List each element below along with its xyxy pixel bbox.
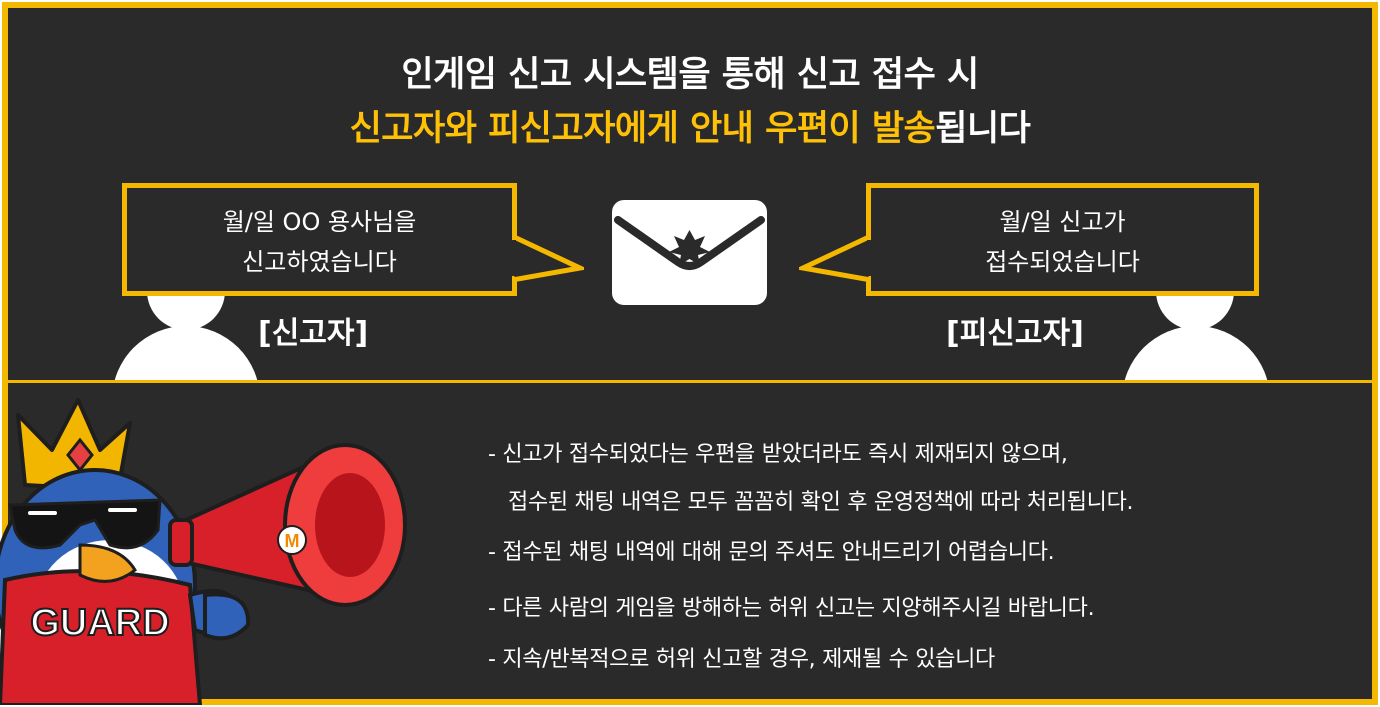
reported-bubble-line-2: 접수되었습니다 <box>985 248 1140 276</box>
shirt-text: GUARD <box>30 602 169 644</box>
notice-line: - 다른 사람의 게임을 방해하는 허위 신고는 지양해주시길 바랍니다. <box>488 596 1095 621</box>
reported-bubble-line-1: 월/일 신고가 <box>999 208 1126 236</box>
notice-line: - 접수된 채팅 내역에 대해 문의 주셔도 안내드리기 어렵습니다. <box>488 540 1055 565</box>
headline-line-2: 신고자와 피신고자에게 안내 우편이 발송됩니다 <box>0 100 1380 151</box>
notice-line: - 신고가 접수되었다는 우편을 받았더라도 즉시 제재되지 않으며, <box>488 442 1068 467</box>
guard-penguin-mascot-icon: GUARD M <box>0 398 407 705</box>
reported-speech-bubble: 월/일 신고가 접수되었습니다 <box>866 183 1259 296</box>
headline-highlight: 신고자와 피신고자에게 안내 우편이 발송 <box>349 109 936 149</box>
reported-bubble-tail <box>799 233 871 282</box>
bottom-panel <box>2 380 1378 705</box>
headline-suffix: 됩니다 <box>935 109 1031 149</box>
reporter-speech-bubble: 월/일 OO 용사님을 신고하였습니다 <box>122 183 517 296</box>
reported-label: [피신고자] <box>946 316 1084 351</box>
headline-line-1: 인게임 신고 시스템을 통해 신고 접수 시 <box>401 55 979 95</box>
megaphone-icon: M <box>168 443 407 607</box>
reporter-bubble-line-1: 월/일 OO 용사님을 <box>222 208 417 236</box>
reporter-bubble-tail <box>512 233 584 282</box>
megaphone-logo: M <box>285 531 300 551</box>
reporter-label: [신고자] <box>258 316 369 351</box>
notice-line: 접수된 채팅 내역은 모두 꼼꼼히 확인 후 운영정책에 따라 처리됩니다. <box>508 490 1134 515</box>
reporter-bubble-line-2: 신고하였습니다 <box>242 248 397 276</box>
mail-envelope-icon <box>612 200 767 305</box>
notice-line: - 지속/반복적으로 허위 신고할 경우, 제재될 수 있습니다 <box>488 647 995 672</box>
